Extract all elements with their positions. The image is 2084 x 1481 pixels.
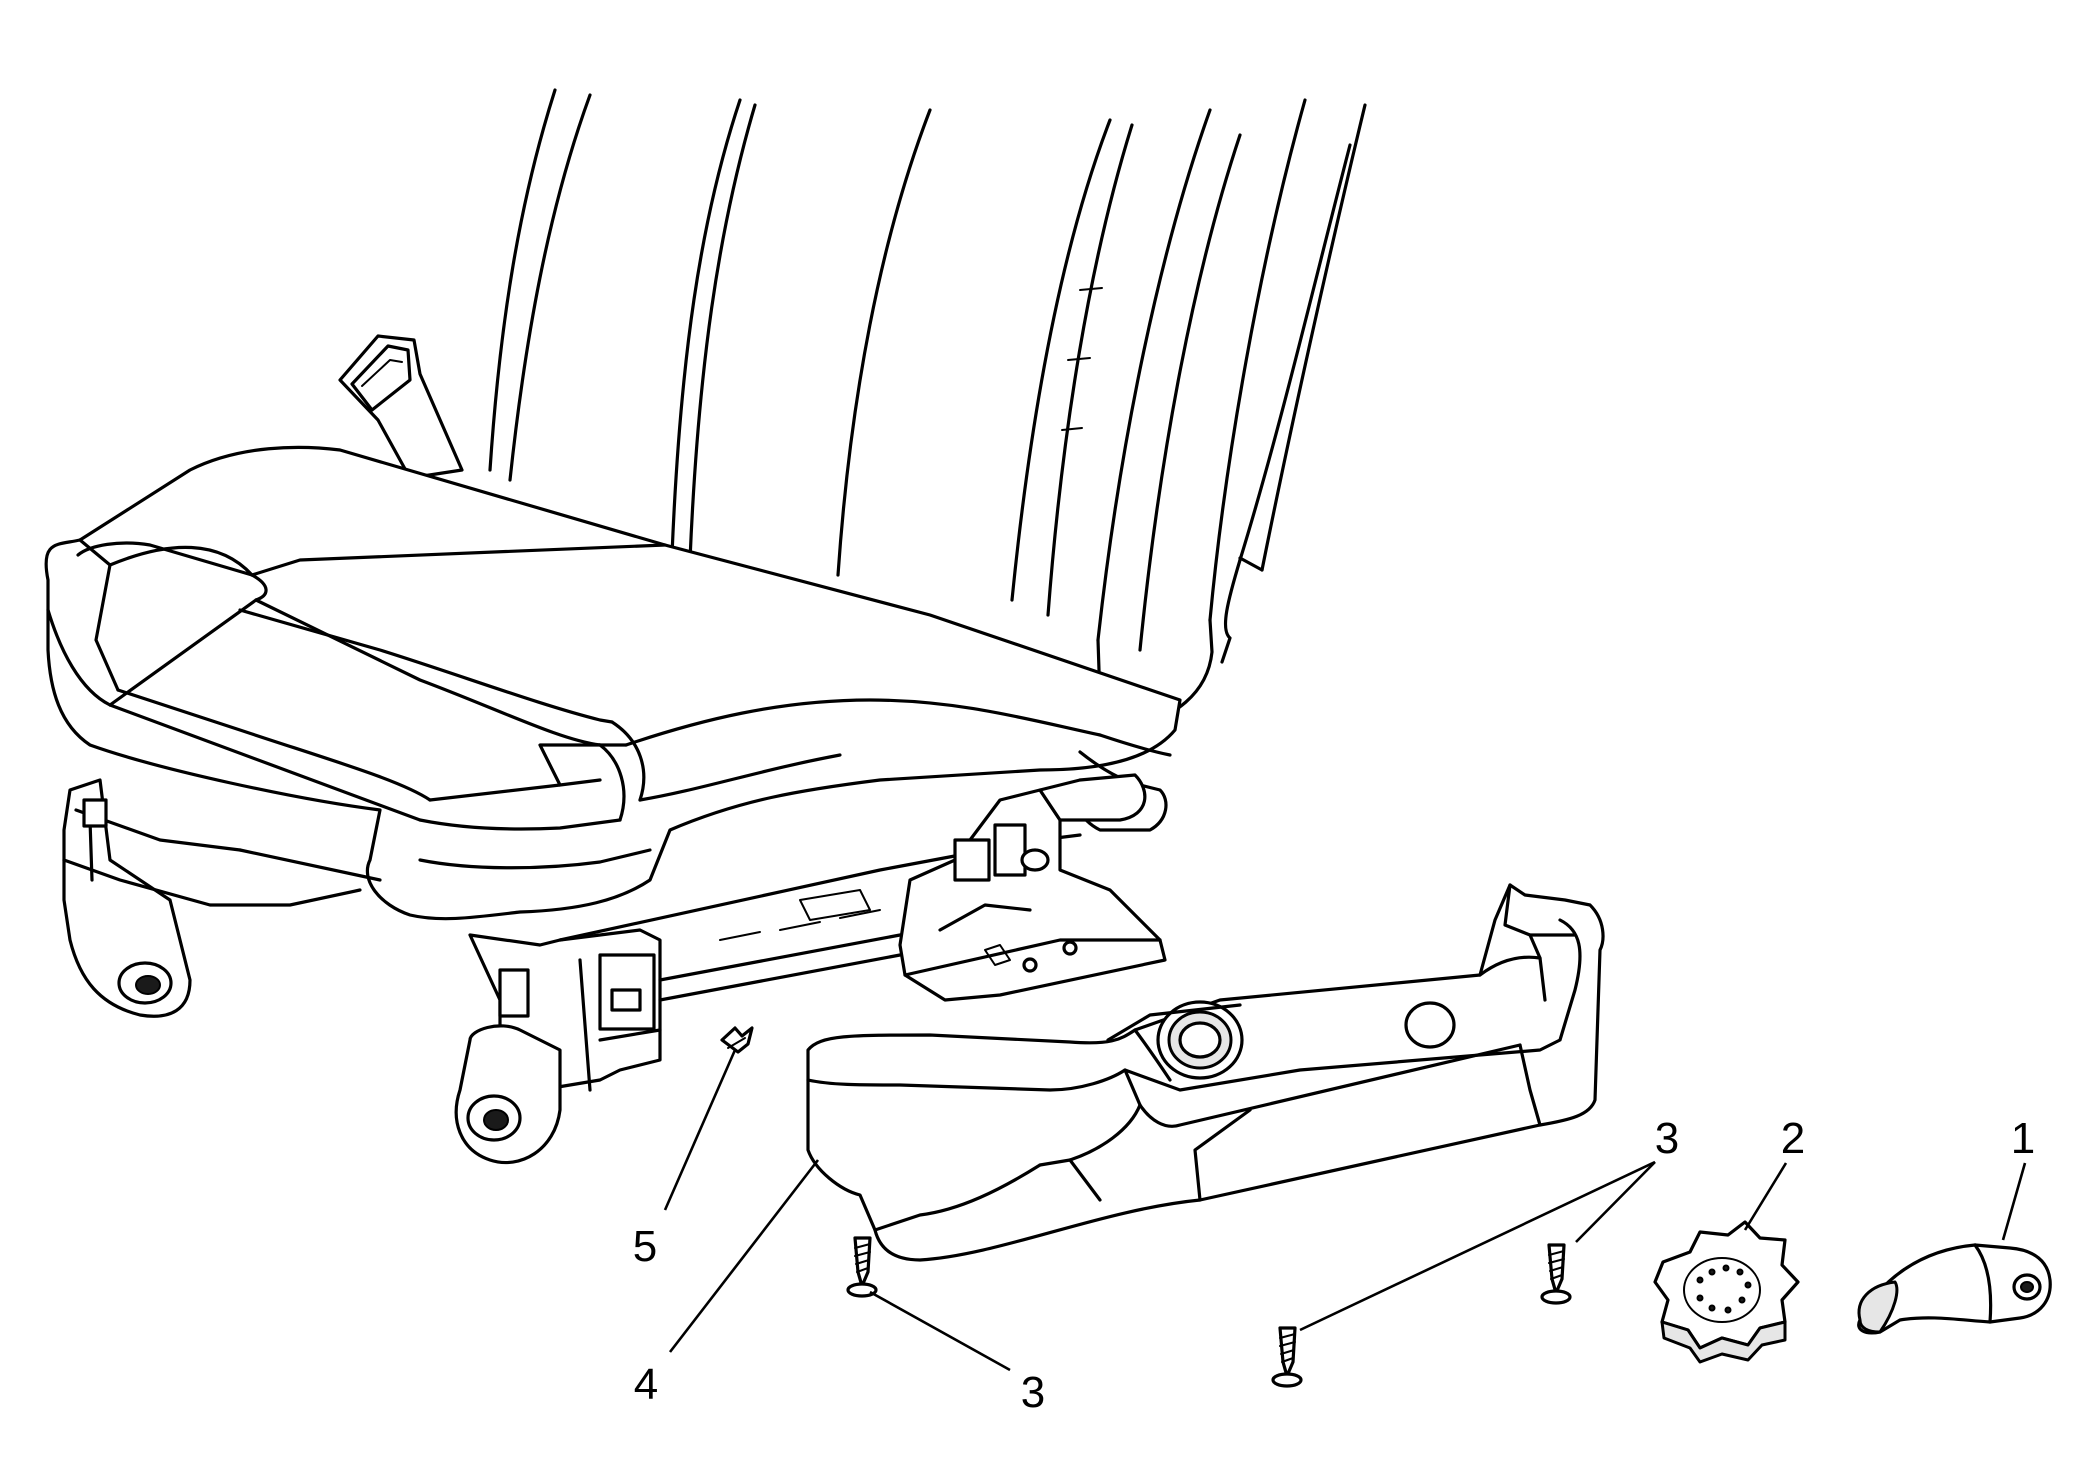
part-2-knob — [1653, 1220, 1800, 1364]
leader-3-right-b — [1299, 1160, 1656, 1332]
leader-5 — [663, 1049, 737, 1211]
leader-2 — [1743, 1162, 1788, 1231]
callout-3-left: 3 — [1021, 1368, 1045, 1417]
part-3-screw-a — [846, 1236, 878, 1298]
seat-frame — [62, 773, 1167, 1165]
part-3-screw-b — [1540, 1243, 1572, 1305]
leader-1 — [2001, 1162, 2027, 1241]
callout-4: 4 — [634, 1360, 658, 1409]
callout-1: 1 — [2011, 1114, 2035, 1163]
part-3-screw-c — [1271, 1326, 1303, 1388]
callout-3-right: 3 — [1655, 1114, 1679, 1163]
leader-3-right-a — [1575, 1161, 1656, 1243]
seat-cushion — [44, 445, 1182, 921]
part-5-clip — [720, 1026, 754, 1054]
part-1-lever — [1857, 1243, 2052, 1335]
leader-4 — [668, 1159, 820, 1353]
leader-lines — [663, 1049, 2027, 1372]
callout-2: 2 — [1781, 1114, 1805, 1163]
seat-back — [488, 88, 1367, 737]
belt-guide — [338, 334, 464, 480]
part-4-side-shield — [806, 883, 1605, 1262]
callouts: 1 2 3 3 4 5 — [633, 1114, 2035, 1417]
leader-3-left — [869, 1290, 1011, 1372]
callout-5: 5 — [633, 1222, 657, 1271]
